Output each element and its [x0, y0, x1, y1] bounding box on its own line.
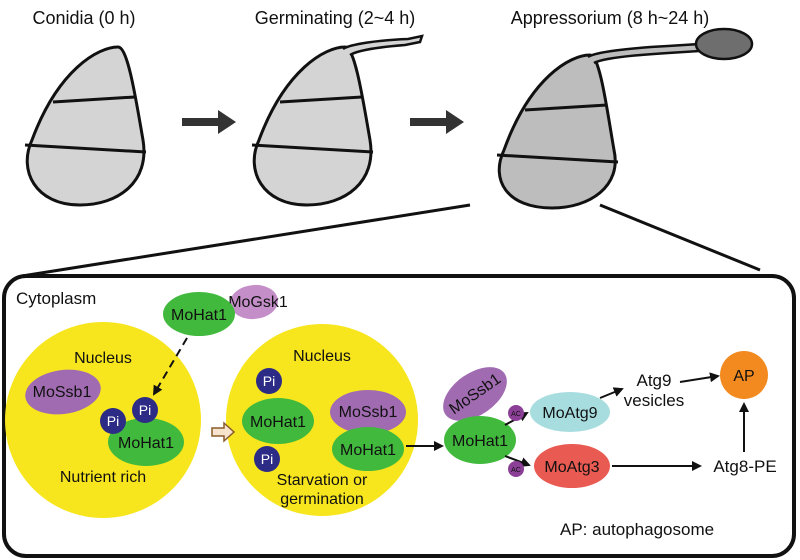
ac-marker-2-label: AC	[511, 467, 521, 474]
mossb1-nucleus-left-label: MoSsb1	[33, 384, 92, 401]
nucleus-left-label: Nucleus	[74, 350, 132, 367]
germ-tube	[342, 34, 424, 57]
stage-label-conidia: Conidia (0 h)	[32, 8, 135, 28]
mohat1-nucleus-right-bound	[332, 427, 404, 471]
moatg3-protein	[534, 444, 610, 488]
mogsk1-label: MoGsk1	[228, 294, 288, 311]
atg9-vesicles-line1: Atg9	[637, 371, 672, 390]
mogsk1-protein	[230, 284, 278, 320]
pi-right-2-label: Pi	[261, 451, 273, 467]
ap-label: AP	[733, 368, 754, 385]
ac-marker-1-label: AC	[511, 411, 521, 418]
pi-left-2-label: Pi	[139, 402, 151, 418]
transition-arrow	[211, 421, 236, 443]
mohat1-cytoplasm	[163, 292, 235, 336]
atg9-vesicles-line2: vesicles	[624, 391, 684, 410]
mossb1-cytoplasm	[443, 367, 507, 421]
stage-arrow-2	[410, 110, 464, 134]
arrow-vesicles-to-ap	[679, 372, 720, 383]
appressorium-spore	[496, 27, 754, 210]
cytoplasm-label: Cytoplasm	[16, 289, 96, 308]
germinating-spore	[251, 34, 424, 207]
stage-arrow-1	[182, 110, 236, 134]
moatg9-label: MoAtg9	[542, 405, 597, 422]
stage-label-germinating: Germinating (2~4 h)	[255, 8, 416, 28]
arrow-to-moatg3	[504, 455, 531, 467]
mossb1-nucleus-left	[25, 369, 101, 415]
mohat1-cytoplasm-label: MoHat1	[171, 307, 227, 324]
zoom-line-right	[599, 203, 761, 272]
pi-left-1-label: Pi	[107, 413, 119, 429]
mossb1-nucleus-right-label: MoSsb1	[339, 404, 398, 421]
mohat1-nucleus-left-label: MoHat1	[118, 435, 174, 452]
pi-right-2	[254, 446, 280, 472]
pi-right-1	[256, 368, 282, 394]
ap-legend: AP: autophagosome	[560, 520, 714, 539]
mohat1-nucleus-right-dephos	[242, 398, 314, 444]
moatg9-protein	[530, 392, 610, 432]
import-dashed-arrow	[152, 337, 188, 396]
pi-right-1-label: Pi	[263, 373, 275, 389]
ac-marker-1	[508, 405, 524, 421]
pi-left-1	[100, 408, 126, 434]
mohat1-nucleus-right-bound-label: MoHat1	[340, 442, 396, 459]
mohat1-cytoplasm-active	[444, 416, 516, 464]
atg8pe-label: Atg8-PE	[713, 457, 776, 476]
nutrient-rich-label: Nutrient rich	[60, 469, 146, 486]
ac-marker-2	[508, 461, 524, 477]
autophagosome	[720, 351, 768, 399]
mossb1-nucleus-right	[330, 390, 406, 434]
nucleus-right-label: Nucleus	[293, 348, 351, 365]
mohat1-nucleus-right-dephos-label: MoHat1	[250, 414, 306, 431]
moatg3-label: MoAtg3	[544, 459, 599, 476]
mohat1-cytoplasm-active-label: MoHat1	[452, 433, 508, 450]
conidium-spore	[24, 45, 147, 207]
starvation-label-line2: germination	[280, 491, 364, 508]
stage-label-appressorium: Appressorium (8 h~24 h)	[511, 8, 710, 28]
appressorium	[694, 27, 754, 61]
germ-tube-long	[587, 42, 702, 65]
mohat1-nucleus-left	[108, 418, 184, 466]
arrow-to-atg9-vesicles	[599, 387, 624, 399]
starvation-label-line1: Starvation or	[277, 472, 368, 489]
pi-left-2	[132, 397, 158, 423]
zoom-line-left	[21, 203, 471, 278]
